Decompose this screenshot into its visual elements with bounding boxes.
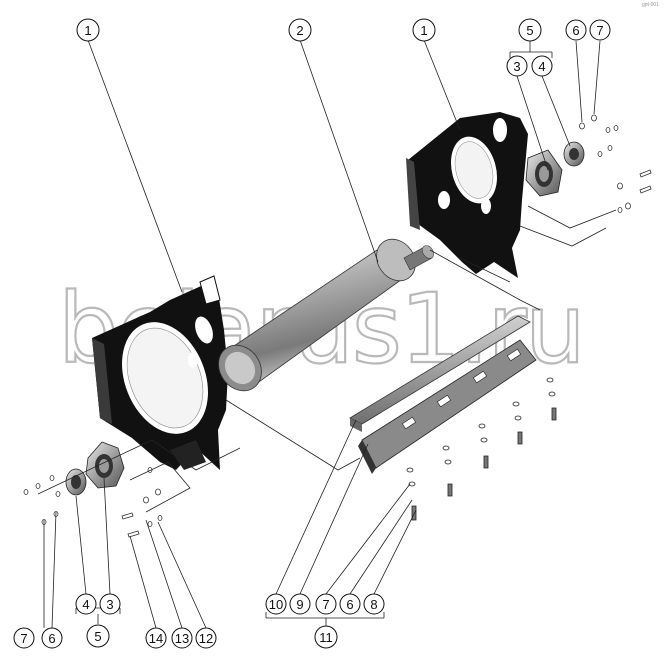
callout-label: 2	[296, 23, 303, 38]
callout-5-top: 5	[518, 18, 542, 42]
callout-9: 9	[289, 593, 311, 615]
left-bearing	[65, 468, 87, 496]
callout-label: 3	[513, 59, 520, 74]
callout-label: 4	[538, 59, 545, 74]
callout-7-top: 7	[589, 19, 611, 41]
left-side-plate	[92, 275, 228, 470]
callout-2: 2	[288, 18, 312, 42]
callout-label: 4	[82, 597, 89, 612]
corner-mark: gpt-001	[642, 2, 659, 8]
callout-label: 1	[420, 23, 427, 38]
callout-12: 12	[195, 627, 217, 649]
callout-label: 8	[370, 597, 377, 612]
callout-label: 6	[346, 597, 353, 612]
callout-label: 10	[269, 597, 283, 612]
callout-label: 11	[319, 630, 333, 645]
callout-label: 12	[199, 631, 213, 646]
callout-label: 5	[526, 23, 533, 38]
callout-6-top: 6	[565, 19, 587, 41]
callout-label: 6	[48, 631, 55, 646]
roller-shaft	[218, 238, 434, 392]
right-side-plate	[406, 112, 528, 278]
mounting-bar	[358, 339, 537, 474]
callout-14: 14	[145, 627, 167, 649]
left-bearing-housing	[85, 441, 125, 489]
callout-label: 7	[20, 631, 27, 646]
callout-1a: 1	[76, 18, 100, 42]
bar-bolts	[406, 377, 557, 521]
callout-1b: 1	[412, 18, 436, 42]
callout-10: 10	[265, 593, 287, 615]
callout-4-bottom-left: 4	[75, 593, 97, 615]
callout-8: 8	[363, 593, 385, 615]
top-bearing	[563, 141, 585, 167]
callout-4-top: 4	[531, 55, 553, 77]
callout-label: 9	[296, 597, 303, 612]
top-fasteners	[579, 114, 652, 213]
callout-7-bottom-left: 7	[13, 627, 35, 649]
leader-lines	[37, 39, 617, 629]
callouts: 1 2 1 5 3 4 6 7	[13, 18, 611, 649]
callout-13: 13	[171, 627, 193, 649]
callout-3-bottom-left: 3	[99, 593, 121, 615]
callout-label: 5	[94, 629, 101, 644]
callout-label: 1	[84, 23, 91, 38]
callout-label: 3	[106, 597, 113, 612]
callout-7-bottom-right: 7	[315, 593, 337, 615]
callout-3-top: 3	[506, 55, 528, 77]
top-bearing-housing	[525, 149, 563, 197]
left-fasteners	[23, 467, 163, 538]
callout-label: 7	[322, 597, 329, 612]
callout-label: 14	[149, 631, 163, 646]
callout-6-bottom-right: 6	[339, 593, 361, 615]
angle-bar	[349, 315, 531, 432]
callout-5-bottom-left: 5	[86, 624, 110, 648]
callout-11: 11	[314, 625, 338, 649]
callout-label: 7	[596, 23, 603, 38]
callout-6-bottom-left: 6	[41, 627, 63, 649]
callout-label: 6	[572, 23, 579, 38]
callout-label: 13	[175, 631, 189, 646]
